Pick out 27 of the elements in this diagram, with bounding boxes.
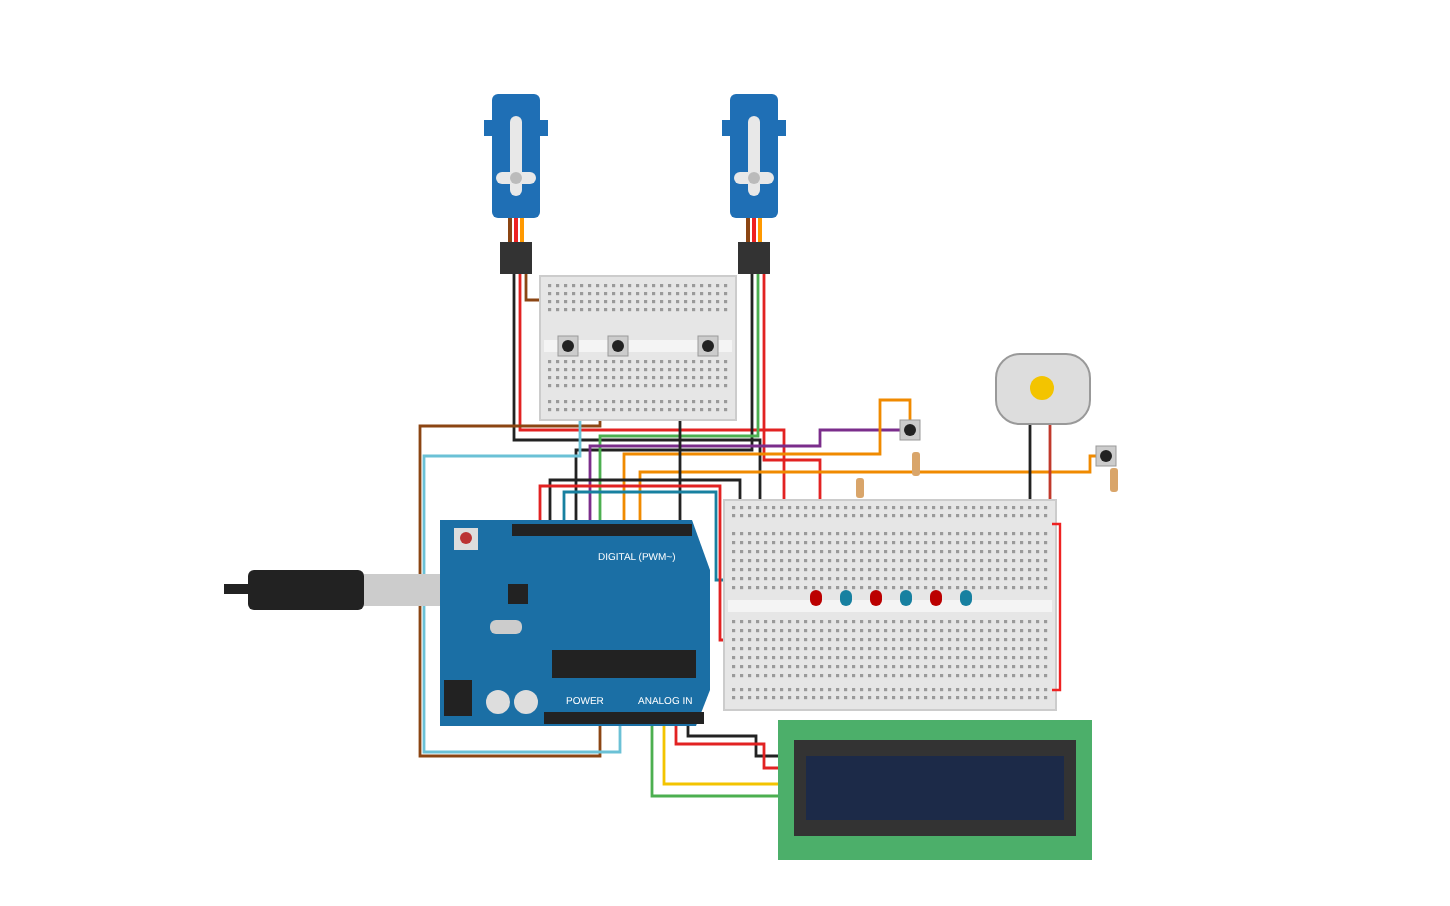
wire (574, 274, 754, 520)
microcontroller-board-drawing (440, 520, 710, 726)
wire (598, 274, 760, 520)
usb-cable-drawing (224, 570, 440, 610)
dc-motor-drawing (995, 353, 1091, 425)
wire (548, 478, 742, 520)
wire (674, 726, 778, 770)
wire (1048, 424, 1052, 500)
breadboard-drawing (723, 499, 1062, 711)
wire (686, 726, 778, 758)
breadboard-drawing (539, 275, 737, 421)
lcd-display-drawing (778, 720, 1092, 860)
wire (638, 454, 1096, 520)
pushbutton-drawing (899, 419, 921, 476)
wire (762, 274, 822, 500)
wire (562, 490, 724, 582)
wire (678, 420, 682, 520)
wire (538, 484, 724, 642)
pushbutton-drawing (1095, 445, 1118, 492)
wire (1028, 424, 1032, 500)
servo-motor-drawing (484, 94, 548, 274)
wire (524, 274, 540, 302)
wire (662, 726, 778, 786)
servo-motor-drawing (722, 94, 786, 274)
wire (622, 398, 912, 520)
wire (588, 428, 900, 520)
wire (650, 726, 778, 798)
